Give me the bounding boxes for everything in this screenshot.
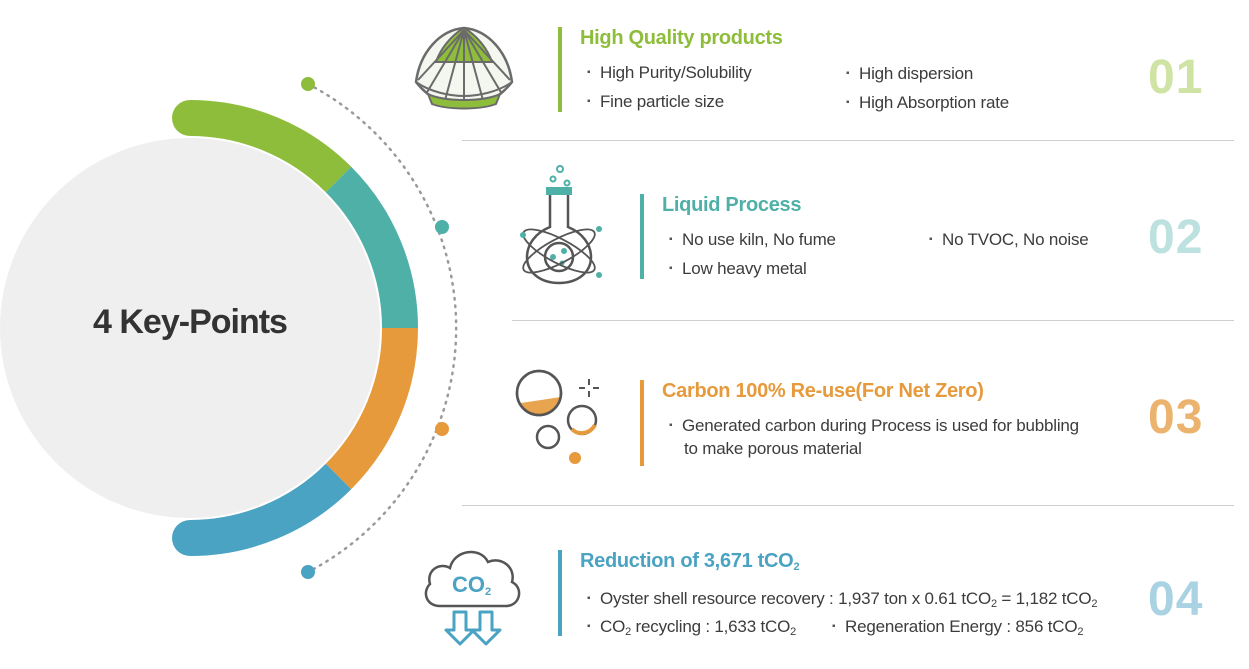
- point-04-bullet-1: Oyster shell resource recovery : 1,937 t…: [587, 589, 1098, 610]
- point-03-bullet-1-continued: to make porous material: [684, 439, 862, 458]
- bubbles-icon: [515, 365, 605, 474]
- dotted-outer-arc: [306, 82, 458, 574]
- point-03-title: Carbon 100% Re-use(For Net Zero): [662, 380, 984, 402]
- point-01-title: High Quality products: [580, 27, 783, 49]
- ring-segment-teal: [325, 166, 418, 329]
- point-01-number: 01: [1148, 51, 1204, 104]
- point-02-bullet-1: No use kiln, No fume: [669, 230, 836, 250]
- point-01-bullet-3: High dispersion: [846, 64, 973, 84]
- point-01-bullet-4: High Absorption rate: [846, 93, 1009, 113]
- co2-cloud-icon: CO2: [418, 540, 528, 655]
- ring-segment-orange: [325, 327, 418, 490]
- marker-dot-01: [301, 77, 315, 91]
- point-02-bar: [640, 194, 644, 279]
- marker-dot-03: [435, 422, 449, 436]
- ring-segment-green: [189, 100, 352, 193]
- point-01-bar: [558, 27, 562, 112]
- point-02-number: 02: [1148, 211, 1204, 264]
- point-02: Liquid Process No use kiln, No fume Low …: [640, 194, 1180, 279]
- point-04-bullet-3: Regeneration Energy : 856 tCO2: [832, 617, 1083, 638]
- point-02-bullet-2: Low heavy metal: [669, 259, 807, 279]
- center-title: 4 Key-Points: [93, 303, 288, 341]
- point-03-bar: [640, 380, 644, 466]
- point-03-number: 03: [1148, 391, 1204, 444]
- point-04-bar: [558, 550, 562, 636]
- divider-3: [462, 505, 1234, 506]
- ring-cap-bottom: [172, 520, 208, 556]
- oyster-shell-icon: [410, 22, 518, 117]
- point-04: Reduction of 3,671 tCO2 Oyster shell res…: [558, 550, 1198, 638]
- point-03-bullet-1: Generated carbon during Process is used …: [669, 416, 1079, 436]
- center-circle: [0, 138, 380, 518]
- marker-dot-04: [301, 565, 315, 579]
- divider-1: [462, 140, 1234, 141]
- point-01-bullet-1: High Purity/Solubility: [587, 63, 752, 83]
- flask-icon: [515, 165, 605, 292]
- marker-dot-02: [435, 220, 449, 234]
- point-04-number: 04: [1148, 573, 1204, 626]
- point-01-bullet-2: Fine particle size: [587, 92, 724, 112]
- point-04-title: Reduction of 3,671 tCO2: [580, 550, 800, 573]
- point-01: High Quality products High Purity/Solubi…: [558, 27, 1198, 112]
- point-02-title: Liquid Process: [662, 194, 802, 216]
- ring-segment-blue: [189, 463, 352, 556]
- co2-cloud-label: CO2: [452, 572, 492, 598]
- divider-2: [512, 320, 1234, 321]
- point-04-bullet-2: CO2 recycling : 1,633 tCO2: [587, 617, 796, 638]
- point-03: Carbon 100% Re-use(For Net Zero) Generat…: [640, 380, 1160, 466]
- ring-cap-top: [172, 100, 208, 136]
- point-02-bullet-3: No TVOC, No noise: [929, 230, 1089, 250]
